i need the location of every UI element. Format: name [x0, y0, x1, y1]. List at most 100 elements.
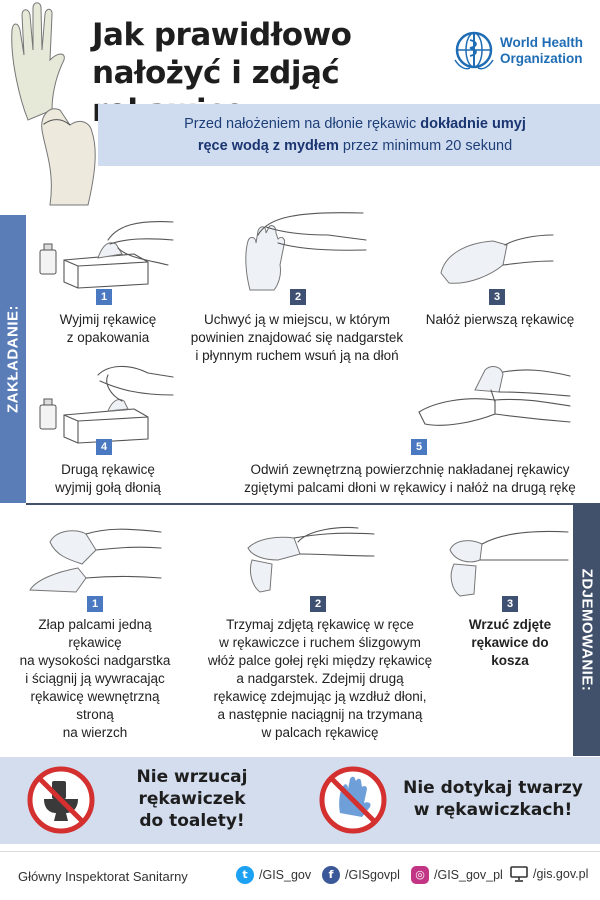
step-badge-put-2: 2: [290, 289, 306, 305]
illustration-put-2: [238, 205, 368, 293]
facebook-icon: f: [322, 866, 340, 884]
banner-bold-1: dokładnie umyj: [420, 116, 526, 132]
step-badge-take-1: 1: [87, 596, 103, 612]
instagram-handle: /GIS_gov_pl: [434, 868, 503, 882]
instagram-icon: ◎: [411, 866, 429, 884]
warning-toilet-text: Nie wrzucaj rękawiczek do toalety!: [112, 766, 272, 832]
glove-icon: [247, 527, 375, 593]
footer-org-name: Główny Inspektorat Sanitarny: [18, 869, 188, 884]
who-line-2: Organization: [500, 51, 583, 66]
caption-line: rękawicę zdejmując ją wzdłuż dłoni,: [213, 689, 427, 704]
glove-box-icon: [39, 365, 174, 444]
glove-icon: [245, 212, 367, 291]
caption-line: na wysokości nadgarstka: [19, 653, 171, 668]
who-line-1: World Health: [500, 35, 584, 50]
twitter-link[interactable]: t /GIS_gov: [236, 866, 311, 884]
banner-part-1: Przed nałożeniem na dłonie rękawic: [184, 116, 421, 132]
step-badge-put-1: 1: [96, 289, 112, 305]
caption-line: na wierzch: [62, 725, 128, 740]
who-logo: World Health Organization: [452, 30, 592, 74]
step-badge-put-5: 5: [411, 439, 427, 455]
caption-line: wyjmij gołą dłonią: [55, 480, 161, 495]
caption-line: w rękawiczce i ruchem ślizgowym: [219, 635, 421, 650]
caption-line: Nałóż pierwszą rękawicę: [425, 312, 575, 327]
banner-text: Przed nałożeniem na dłonie rękawic dokła…: [120, 113, 590, 157]
caption-put-4: Drugą rękawicę wyjmij gołą dłonią: [38, 461, 178, 497]
caption-line: Wyjmij rękawicę: [59, 312, 157, 327]
caption-line: Drugą rękawicę: [61, 462, 155, 477]
banner-bold-2: ręce wodą z mydłem: [197, 138, 339, 154]
warning-line: do toalety!: [139, 811, 245, 831]
glove-icon: [440, 234, 554, 284]
illustration-take-3: [430, 520, 570, 600]
step-badge-put-4: 4: [96, 439, 112, 455]
taking-off-label-text: ZDJEMOWANIE:: [578, 568, 595, 692]
caption-line: rękawicę wewnętrzną stroną: [30, 689, 160, 722]
handwash-banner: Przed nałożeniem na dłonie rękawic dokła…: [98, 104, 600, 166]
caption-line: Odwiń zewnętrzną powierzchnię nakładanej…: [250, 462, 570, 477]
caption-line: z opakowania: [66, 330, 150, 345]
caption-line: włóż palce gołej ręki między rękawicę: [207, 653, 433, 668]
twitter-icon: t: [236, 866, 254, 884]
caption-line: zgiętymi palcami dłoni w rękawicy i nałó…: [244, 480, 576, 495]
illustration-put-1: [38, 210, 178, 290]
caption-line: i płynnym ruchem wsuń ją na dłoń: [195, 348, 399, 363]
caption-line: Uchwyć ją w miejscu, w którym: [203, 312, 391, 327]
caption-put-1: Wyjmij rękawicę z opakowania: [38, 311, 178, 347]
caption-put-5: Odwiń zewnętrzną powierzchnię nakładanej…: [225, 461, 595, 497]
putting-on-side-label: ZAKŁADANIE:: [0, 215, 26, 503]
step-badge-take-2: 2: [310, 596, 326, 612]
caption-put-2: Uchwyć ją w miejscu, w którym powinien z…: [182, 311, 412, 365]
caption-put-3: Nałóż pierwszą rękawicę: [415, 311, 585, 329]
glove-icon: [418, 366, 571, 426]
banner-part-2: przez minimum 20 sekund: [338, 138, 513, 154]
caption-line: i ściągnij ją wywracając: [25, 671, 165, 686]
caption-take-3: Wrzuć zdjęte rękawice do kosza: [455, 616, 565, 670]
twitter-handle: /GIS_gov: [259, 868, 312, 882]
glove-icon: [11, 2, 96, 206]
warning-face-text: Nie dotykaj twarzy w rękawiczkach!: [398, 777, 588, 821]
caption-line: Złap palcami jedną rękawicę: [38, 617, 152, 650]
warning-line: rękawiczek: [138, 789, 246, 809]
monitor-icon: [510, 866, 528, 882]
caption-line: w palcach rękawicę: [261, 725, 379, 740]
caption-line: kosza: [491, 653, 529, 668]
face-touch-prohibited-icon: [319, 766, 387, 834]
who-wordmark: World Health Organization: [500, 35, 583, 67]
caption-line: a nadgarstek. Zdejmij drugą: [236, 671, 404, 686]
putting-on-label-text: ZAKŁADANIE:: [4, 305, 22, 413]
warning-line: Nie wrzucaj: [136, 767, 248, 787]
glove-box-icon: [39, 221, 174, 289]
section-divider: [26, 503, 600, 505]
caption-take-1: Złap palcami jedną rękawicę na wysokości…: [10, 616, 180, 742]
title-line-1: Jak prawidłowo: [92, 17, 352, 53]
caption-take-2: Trzymaj zdjętą rękawicę w ręce w rękawic…: [200, 616, 440, 742]
illustration-put-5: [415, 362, 575, 442]
warning-line: Nie dotykaj twarzy: [403, 778, 583, 798]
glove-icon: [449, 530, 569, 597]
caption-line: Wrzuć zdjęte: [468, 617, 552, 632]
caption-line: Trzymaj zdjętą rękawicę w ręce: [226, 617, 414, 632]
illustration-put-3: [435, 225, 555, 287]
step-badge-put-3: 3: [489, 289, 505, 305]
illustration-take-2: [238, 520, 378, 600]
facebook-handle: /GISgovpl: [345, 868, 400, 882]
footer-divider: [0, 851, 600, 852]
facebook-link[interactable]: f /GISgovpl: [322, 866, 400, 884]
website-url: /gis.gov.pl: [533, 867, 589, 881]
caption-line: a następnie naciągnij na trzymaną: [217, 707, 423, 722]
caption-line: rękawice do: [471, 635, 549, 650]
header-gloves-illustration: [0, 0, 100, 215]
instagram-link[interactable]: ◎ /GIS_gov_pl: [411, 866, 503, 884]
warnings-band: Nie wrzucaj rękawiczek do toalety! Nie d…: [0, 757, 600, 844]
warning-line: w rękawiczkach!: [413, 800, 573, 820]
glove-icon: [29, 528, 162, 593]
step-badge-take-3: 3: [502, 596, 518, 612]
who-emblem-icon: [454, 31, 494, 70]
toilet-prohibited-icon: [27, 766, 95, 834]
illustration-put-4: [38, 355, 178, 444]
illustration-take-1: [26, 520, 166, 595]
taking-off-side-label: ZDJEMOWANIE:: [573, 504, 600, 756]
website-link[interactable]: /gis.gov.pl: [510, 866, 588, 882]
caption-line: powinien znajdować się nadgarstek: [190, 330, 404, 345]
